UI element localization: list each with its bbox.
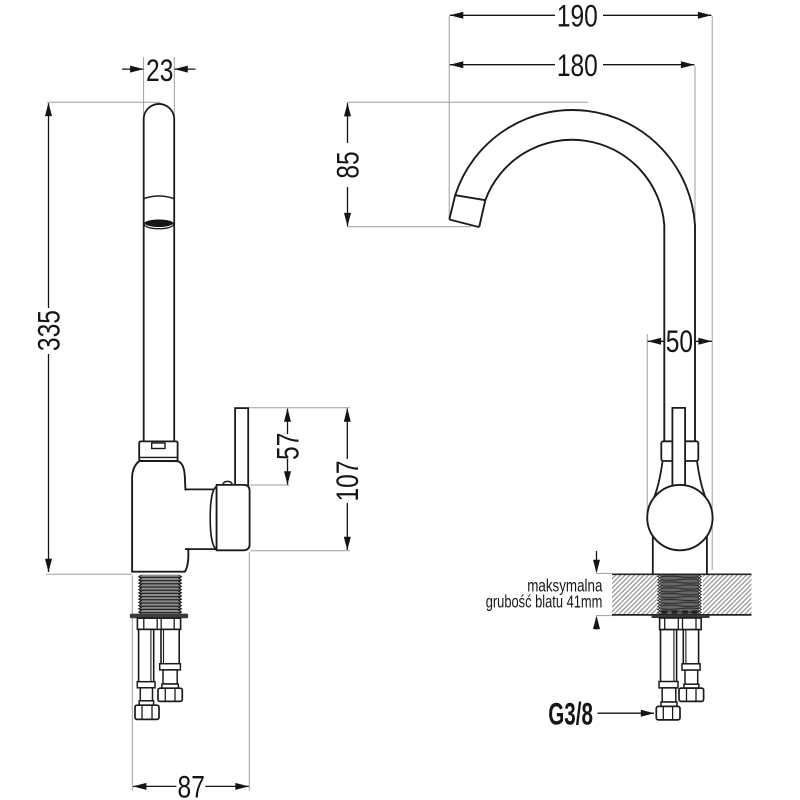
svg-text:23: 23: [146, 52, 173, 88]
svg-text:87: 87: [178, 768, 205, 800]
svg-text:107: 107: [329, 461, 365, 502]
svg-text:50: 50: [666, 323, 693, 359]
svg-text:grubość blatu 41mm: grubość blatu 41mm: [486, 593, 603, 613]
svg-text:335: 335: [31, 310, 67, 351]
svg-text:180: 180: [557, 47, 598, 83]
svg-text:maksymalna: maksymalna: [527, 577, 602, 596]
svg-text:85: 85: [330, 151, 366, 178]
svg-text:G3/8: G3/8: [548, 696, 593, 731]
svg-text:190: 190: [557, 0, 598, 33]
svg-text:57: 57: [270, 433, 306, 460]
